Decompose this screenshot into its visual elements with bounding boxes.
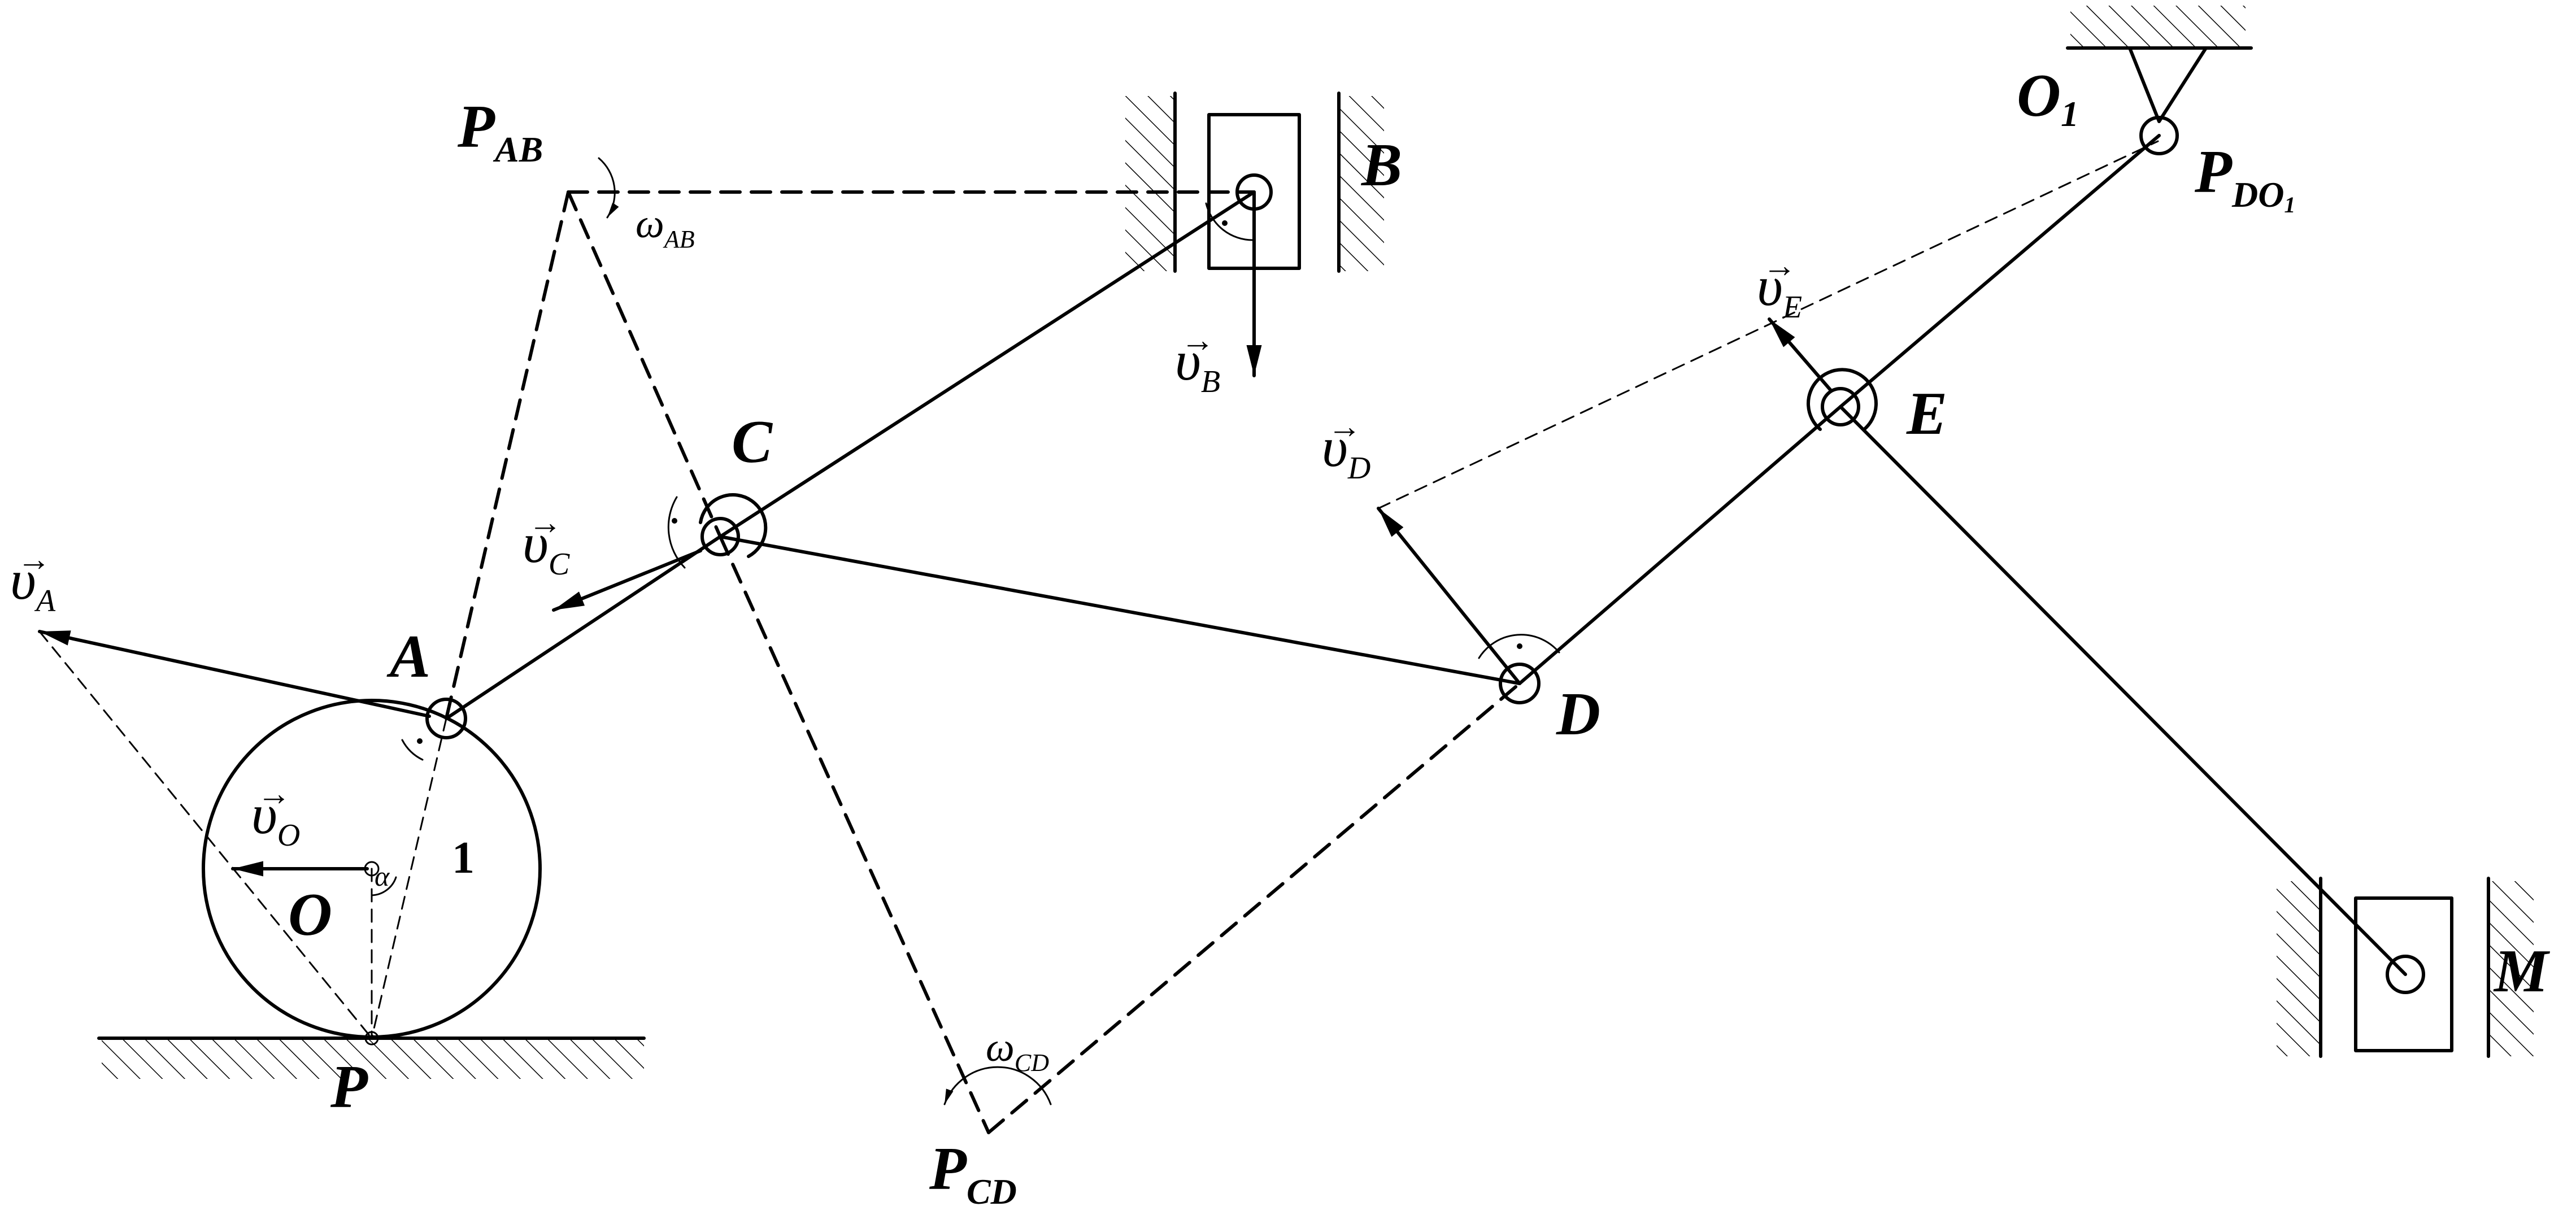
label-o1: O1 (2017, 62, 2079, 134)
point-o1-hinge (2139, 116, 2179, 155)
vA-perpendicular-line (38, 630, 373, 1039)
svg-text:υC: υC (523, 512, 570, 582)
svg-text:→: → (257, 775, 291, 812)
omega-cd-arc (943, 1066, 1052, 1105)
label-va: → υA (10, 541, 56, 619)
alpha-label: α (375, 860, 390, 892)
point-m-hinge (2386, 955, 2425, 994)
velocity-vectors (38, 190, 1832, 877)
ap-line (371, 717, 447, 1039)
c-pcd-line (719, 535, 990, 1134)
link-cd (719, 535, 1521, 685)
label-b: B (1361, 132, 1402, 199)
joint-c-outer (699, 493, 768, 558)
joint-e (1821, 387, 1860, 426)
slider-m (2277, 877, 2534, 1058)
disk (202, 699, 542, 1046)
d-right-angle-arc (1478, 634, 1560, 659)
svg-text:→: → (1181, 321, 1215, 359)
svg-text:υA: υA (10, 548, 56, 619)
label-pcd: PCD (929, 1135, 1017, 1212)
label-omega-ab: ωAB (636, 201, 695, 253)
de-construction-line (1377, 140, 2159, 510)
vector-ve (1768, 317, 1832, 391)
vector-vc (552, 549, 702, 612)
pcd-d-line (987, 682, 1521, 1134)
alpha-arc (371, 876, 397, 896)
disk-label: 1 (452, 833, 475, 883)
svg-text:→: → (1328, 408, 1361, 445)
link-eo1 (1839, 134, 2161, 408)
contact-point (364, 1031, 379, 1046)
instant-center-lines (445, 190, 1521, 1134)
label-vd: → υD (1322, 408, 1370, 486)
links (445, 134, 2407, 976)
joint-d (1499, 663, 1541, 704)
support-o1 (2066, 6, 2253, 155)
label-m: M (2493, 938, 2551, 1005)
joints (425, 368, 1878, 739)
label-vo: → υO (251, 775, 300, 853)
label-d: D (1556, 681, 1600, 748)
link-ac (445, 535, 722, 720)
vector-vd (1377, 507, 1521, 685)
link-de (1518, 405, 1842, 685)
svg-text:→: → (1763, 247, 1796, 284)
svg-text:υE: υE (1757, 255, 1802, 325)
pab-c-line (567, 190, 722, 538)
label-e: E (1906, 380, 1947, 447)
angular-arcs (598, 157, 1052, 1105)
label-vb: → υB (1175, 321, 1220, 399)
vector-va (38, 630, 431, 718)
joint-a (425, 698, 467, 739)
labels: A B C D E M O P 1 α O1 PAB PCD PDO1 → υA… (10, 62, 2551, 1212)
label-o: O (288, 881, 332, 948)
svg-text:υD: υD (1322, 416, 1370, 486)
construction-lines (38, 140, 2159, 1039)
omega-ab-arc (598, 157, 619, 219)
svg-text:υB: υB (1175, 329, 1220, 399)
label-c: C (732, 408, 773, 476)
label-pab: PAB (457, 93, 543, 169)
a-right-angle-arc (401, 739, 424, 761)
label-vc: → υC (523, 504, 570, 582)
label-ve: → υE (1757, 247, 1802, 325)
link-em (1839, 405, 2407, 976)
svg-text:→: → (17, 541, 51, 578)
joint-c (700, 517, 740, 556)
b-right-angle-arc (1205, 202, 1254, 241)
svg-text:→: → (528, 504, 562, 541)
svg-text:υO: υO (251, 783, 300, 853)
label-p: P (330, 1053, 368, 1121)
joint-e-outer (1807, 368, 1878, 431)
label-a: A (386, 623, 430, 690)
label-omega-cd: ωCD (986, 1025, 1049, 1077)
label-pdo1: PDO1 (2194, 138, 2295, 217)
pab-a-line (445, 190, 570, 720)
